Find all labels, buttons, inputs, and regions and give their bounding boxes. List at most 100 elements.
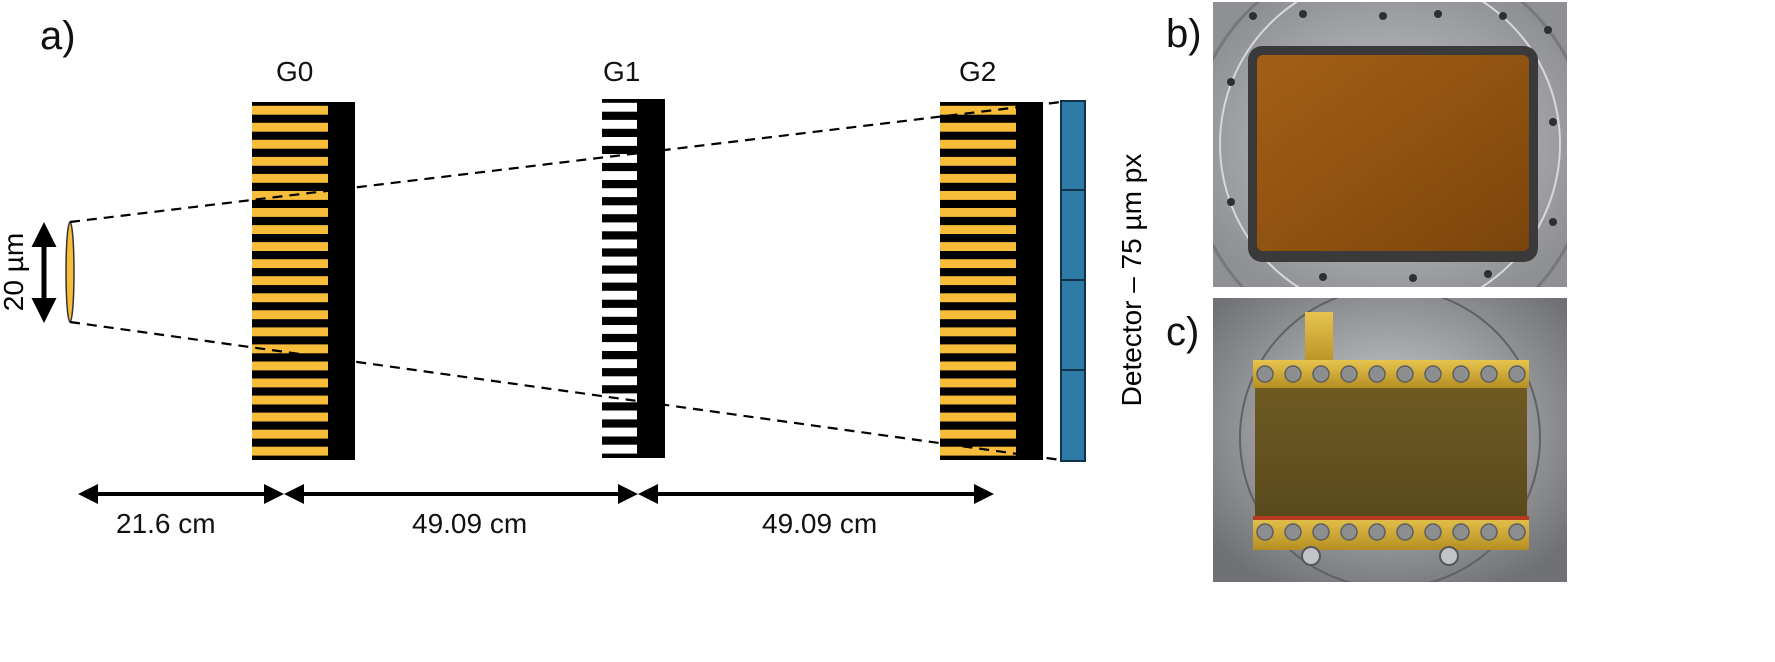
g0-stripe: [252, 208, 328, 217]
g0-grating: [252, 102, 355, 460]
g2-stripe: [940, 378, 1016, 388]
frame-hole: [1312, 523, 1330, 541]
g1-slot: [602, 325, 637, 334]
frame-hole: [1452, 365, 1470, 383]
frame-hole: [1480, 523, 1498, 541]
x-ray-source: [65, 221, 75, 323]
g0-stripe: [252, 327, 328, 337]
g1-slot: [602, 205, 637, 215]
g1-slot: [602, 154, 637, 163]
g1-slot: [602, 427, 637, 437]
g2-stripe: [940, 156, 1016, 166]
g0-stripe: [252, 156, 328, 166]
g1-slot: [602, 102, 637, 112]
g2-label: G2: [959, 56, 997, 87]
g1-slot: [602, 222, 637, 232]
g1-slot: [602, 444, 637, 454]
g2-stripe: [940, 395, 1016, 405]
frame-hole: [1396, 365, 1414, 383]
g1-slot: [602, 239, 637, 249]
frame-hole: [1424, 523, 1442, 541]
frame-hole: [1312, 365, 1330, 383]
g0-stripe: [252, 122, 328, 132]
frame-hole: [1480, 365, 1498, 383]
frame-hole: [1508, 523, 1526, 541]
frame-hole: [1256, 523, 1274, 541]
g1-slot: [602, 119, 637, 129]
g2-stripe: [940, 276, 1016, 286]
g2-stripe: [940, 446, 1016, 456]
g0-stripe: [252, 105, 328, 115]
g1-grating: [602, 99, 665, 458]
g2-stripe: [940, 122, 1016, 132]
frame-hole: [1368, 365, 1386, 383]
g1-slot: [602, 256, 637, 266]
g2-stripe: [940, 412, 1016, 422]
g2-stripe: [940, 344, 1016, 354]
g2-stripe: [940, 293, 1016, 303]
g0-stripe: [252, 139, 328, 149]
g0-stripe: [252, 361, 328, 371]
g0-stripe: [252, 225, 328, 234]
g0-stripe: [252, 429, 328, 439]
g0-stripe: [252, 446, 328, 456]
frame-hole: [1284, 523, 1302, 541]
frame-hole: [1396, 523, 1414, 541]
distance-label-2: 49.09 cm: [412, 508, 528, 539]
distance-label-1: 21.6 cm: [116, 508, 216, 539]
g0-stripe: [252, 173, 328, 183]
beam-cone: [69, 100, 1062, 462]
g1-slot: [602, 273, 637, 283]
g0-stripe: [252, 293, 328, 303]
g2-stripe: [940, 139, 1016, 149]
g0-stripe: [252, 259, 328, 269]
panel-a-label: a): [40, 14, 76, 58]
frame-hole: [1508, 365, 1526, 383]
frame-hole: [1452, 523, 1470, 541]
g0-stripe: [252, 344, 328, 354]
g2-stripe: [940, 429, 1016, 439]
g1-slot: [602, 359, 637, 369]
g0-stripe: [252, 378, 328, 388]
frame-hole: [1340, 523, 1358, 541]
g2-stripe: [940, 191, 1016, 200]
g0-stripe: [252, 310, 328, 320]
g0-stripe: [252, 395, 328, 405]
g1-slot: [602, 307, 637, 317]
g2-stripe: [940, 259, 1016, 269]
photo-grating-holder: [1213, 2, 1567, 287]
frame-hole: [1368, 523, 1386, 541]
g2-stripe: [940, 361, 1016, 371]
g1-slot: [602, 410, 637, 420]
g0-label: G0: [276, 56, 314, 87]
g2-stripe: [940, 327, 1016, 337]
g1-slot: [602, 137, 637, 146]
g1-slot: [602, 290, 637, 300]
g2-stripe: [940, 105, 1016, 115]
frame-hole: [1256, 365, 1274, 383]
g1-slot: [602, 188, 637, 198]
photo-grating-mount: [1213, 298, 1567, 582]
frame-hole: [1340, 365, 1358, 383]
panel-c-label: c): [1166, 310, 1200, 354]
g2-grating: [940, 102, 1043, 460]
g2-stripe: [940, 310, 1016, 320]
schematic: [31, 99, 1086, 504]
g1-slot: [602, 342, 637, 351]
g2-stripe: [940, 225, 1016, 234]
g0-stripe: [252, 276, 328, 286]
g0-stripe: [252, 242, 328, 251]
g1-slot: [602, 393, 637, 403]
frame-hole: [1284, 365, 1302, 383]
g1-label: G1: [603, 56, 641, 87]
frame-hole: [1424, 365, 1442, 383]
g2-stripe: [940, 208, 1016, 217]
g1-slot: [602, 171, 637, 180]
g2-stripe: [940, 173, 1016, 183]
distance-label-3: 49.09 cm: [762, 508, 878, 539]
g0-stripe: [252, 412, 328, 422]
panel-b-label: b): [1166, 12, 1202, 56]
detector: [1060, 100, 1086, 462]
g1-slot: [602, 376, 637, 386]
g2-stripe: [940, 242, 1016, 251]
